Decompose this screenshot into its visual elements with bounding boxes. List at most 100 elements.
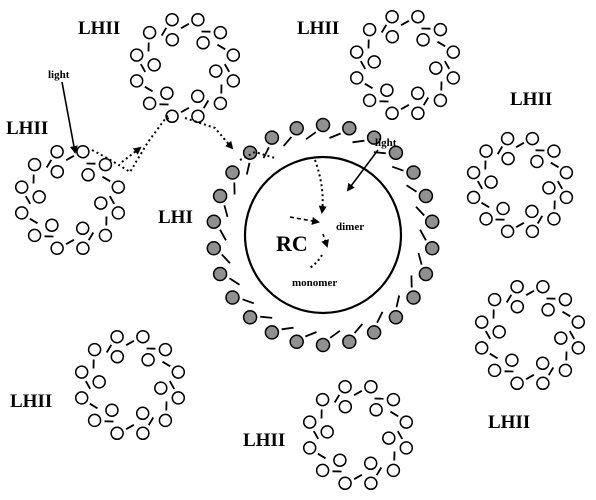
pigment-circle xyxy=(209,64,223,78)
pigment-circle xyxy=(76,241,90,256)
helix-dash xyxy=(550,161,559,169)
pigment-circle xyxy=(487,292,502,307)
helix-dash xyxy=(305,131,317,140)
pigment-circle xyxy=(315,117,331,133)
pigment-circle xyxy=(45,218,59,232)
pigment-circle xyxy=(264,130,280,145)
pigment-circle xyxy=(558,292,573,307)
pigment-circle xyxy=(225,290,240,305)
helix-dash xyxy=(395,295,401,308)
light-arrow-right xyxy=(346,149,379,192)
lh2-label-top-right: LHII xyxy=(297,18,339,39)
pigment-circle xyxy=(510,376,524,391)
pigment-circle xyxy=(191,109,205,124)
pigment-circle xyxy=(32,190,46,204)
pigment-circle xyxy=(320,425,334,439)
helix-dash xyxy=(353,474,363,480)
pigment-circle xyxy=(315,392,330,407)
pigment-circle xyxy=(510,279,524,294)
pigment-circle xyxy=(559,190,574,205)
pigment-circle xyxy=(466,190,481,205)
helix-dash xyxy=(125,340,135,346)
helix-dash xyxy=(140,63,146,73)
helix-dash xyxy=(515,222,525,228)
transfer-path-left-arrow xyxy=(121,146,142,163)
pigment-circle xyxy=(76,144,90,159)
pigment-circle xyxy=(530,154,544,169)
helix-dash xyxy=(353,390,363,396)
helix-dash xyxy=(317,452,326,460)
helix-dash xyxy=(417,252,423,265)
pigment-circle xyxy=(154,381,168,395)
helix-dash xyxy=(406,184,417,193)
pigment-circle xyxy=(105,403,119,417)
light-arrow-left xyxy=(61,81,78,154)
helix-dash xyxy=(224,63,230,73)
lh1-label: LHI xyxy=(158,207,193,228)
pigment-circle xyxy=(547,144,561,158)
helix-dash xyxy=(89,402,98,410)
helix-dash xyxy=(313,430,319,440)
pigment-circle xyxy=(466,165,481,180)
helix-dash xyxy=(45,159,53,168)
pigment-circle xyxy=(369,403,383,417)
pigment-circle xyxy=(27,228,42,243)
helix-dash xyxy=(391,165,404,172)
pigment-circle xyxy=(289,120,304,136)
pigment-circle xyxy=(536,279,550,294)
pigment-circle xyxy=(338,476,352,491)
pigment-circle xyxy=(87,342,102,357)
helix-dash xyxy=(202,100,210,109)
pigment-circle xyxy=(92,375,106,389)
pigment-circle xyxy=(406,290,421,305)
pigment-circle xyxy=(94,196,108,210)
pigment-circle xyxy=(388,145,404,160)
pigment-circle xyxy=(433,22,448,37)
pigment-circle xyxy=(50,164,65,179)
pigment-circle xyxy=(129,48,144,62)
helix-dash xyxy=(262,146,270,159)
pigment-circle xyxy=(142,96,157,111)
helix-dash xyxy=(242,298,255,305)
helix-dash xyxy=(485,330,491,340)
dimer-label: dimer xyxy=(336,221,364,233)
helix-dash xyxy=(85,380,91,390)
lh2-label-left: LHII xyxy=(6,118,48,139)
pigment-circle xyxy=(226,48,241,62)
helix-dash xyxy=(360,60,366,70)
helix-dash xyxy=(569,330,575,340)
pigment-circle xyxy=(406,165,421,180)
helix-dash xyxy=(160,27,168,36)
helix-dash xyxy=(437,40,446,48)
helix-dash xyxy=(400,104,410,110)
reaction-center-circle xyxy=(243,155,403,315)
lh2-ring-bottom-left xyxy=(74,329,186,441)
pigment-circle xyxy=(74,391,89,405)
pigment-circle xyxy=(424,241,440,256)
helix-dash xyxy=(217,43,226,51)
pigment-circle xyxy=(542,181,556,195)
lh1-ring xyxy=(206,117,440,353)
rc-inner-arrow-2 xyxy=(321,233,329,248)
helix-dash xyxy=(65,239,75,245)
transfer-path-lh1-entry xyxy=(239,150,276,161)
lh2-label-top-left: LHII xyxy=(78,18,120,39)
pigment-circle xyxy=(501,151,515,166)
pigment-circle xyxy=(242,145,258,160)
helix-dash xyxy=(305,331,317,338)
pigment-circle xyxy=(349,45,364,59)
helix-dash xyxy=(422,97,430,106)
pigment-circle xyxy=(510,299,525,314)
helix-dash xyxy=(65,155,75,161)
helix-dash xyxy=(102,175,111,183)
pigment-circle xyxy=(388,310,404,325)
light-label-right: light xyxy=(375,137,397,149)
pigment-circle xyxy=(333,453,347,467)
pigment-circle xyxy=(487,363,502,378)
helix-dash xyxy=(223,205,229,218)
helix-dash xyxy=(419,229,427,241)
helix-dash xyxy=(557,180,563,190)
pigment-circle xyxy=(302,415,317,429)
helix-dash xyxy=(329,132,341,139)
pigment-circle xyxy=(98,228,113,243)
